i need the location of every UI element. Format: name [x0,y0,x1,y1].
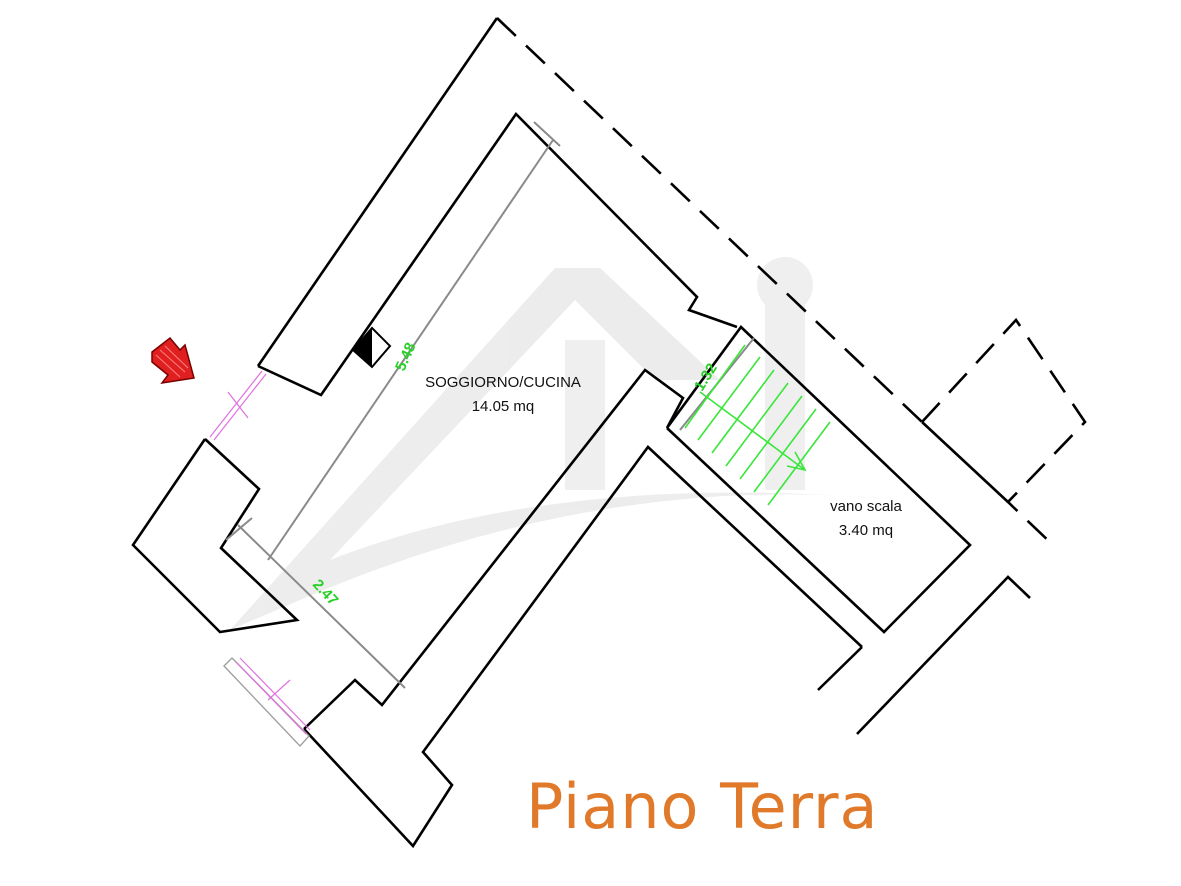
entrance-arrow-icon [151,336,195,385]
wall-bottom-block [303,368,685,730]
stair-enclosure [665,325,972,634]
dimension-line-548 [267,139,554,561]
boundary-dashed-box [921,317,1087,549]
boundary-dashed-top [496,17,923,423]
room-area-vano-scala: 3.40 mq [839,522,893,539]
room-name-vano-scala: vano scala [830,498,902,515]
dimension-label-548: 5.48 [392,340,419,374]
boundary-box-solid [921,421,1009,503]
dimension-tick [225,517,253,541]
wall-right-lower [856,575,1031,735]
page-title: Piano Terra [526,770,879,843]
watermark-logo [230,257,900,630]
room-name-soggiorno: SOGGIORNO/CUCINA [425,374,581,391]
wall-entrance-bottom [131,438,300,634]
electrical-panel-icon [351,326,392,369]
window-opening [223,657,311,748]
inner-wall-left [257,111,738,397]
dimension-line-247 [237,524,406,689]
outer-wall [256,17,499,367]
entrance-opening [209,370,267,441]
wall-bottom-right [303,445,863,849]
dimension-tick [533,121,561,147]
room-area-soggiorno: 14.05 mq [472,398,535,415]
stair-treads [684,344,831,506]
